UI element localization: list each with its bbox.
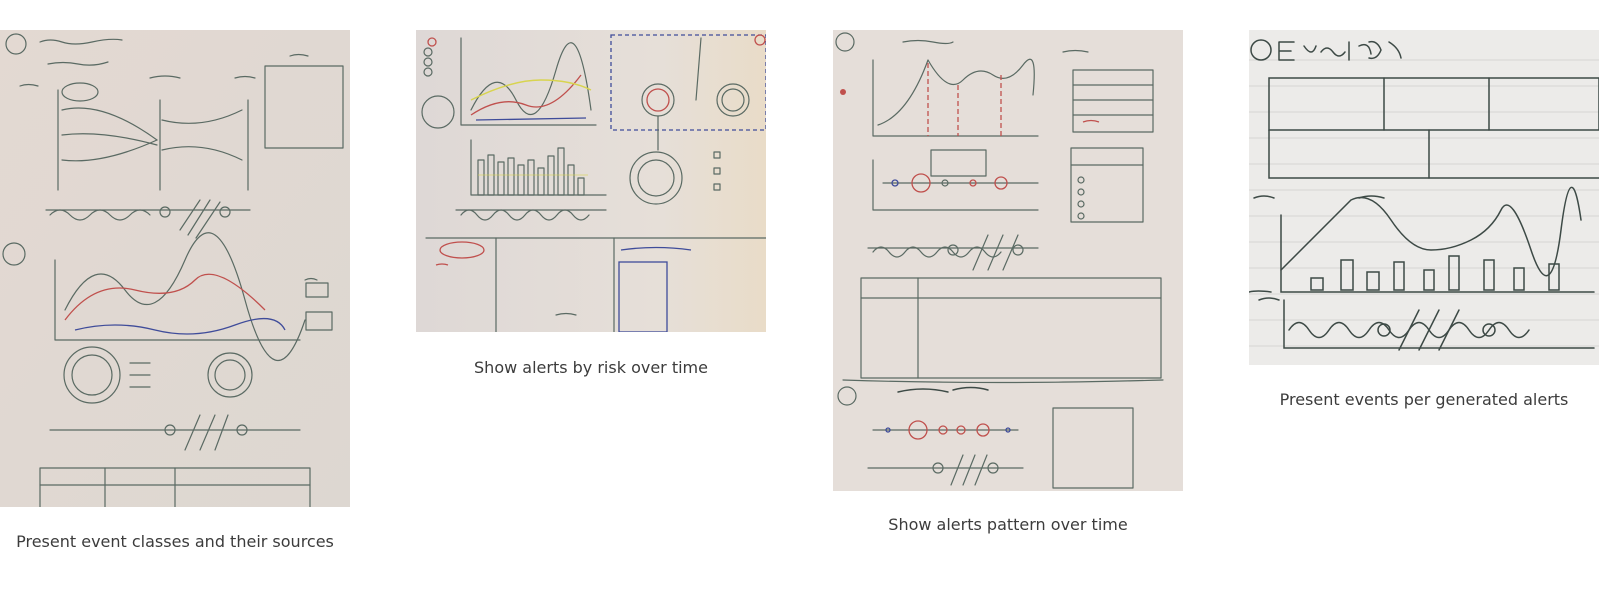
sketch-photo-alerts-pattern <box>833 30 1183 491</box>
sketch-photo-alerts-by-risk <box>416 30 766 332</box>
sketch-photo-events-widget <box>1249 30 1599 365</box>
hand-drawn-sketch-image <box>1249 30 1599 365</box>
sketch-caption: Present event classes and their sources <box>16 532 334 551</box>
sketch-caption: Show alerts by risk over time <box>474 358 708 377</box>
hand-drawn-sketch-image <box>833 30 1183 491</box>
hand-drawn-sketch-image <box>0 30 350 507</box>
sketch-caption: Present events per generated alerts <box>1279 390 1569 409</box>
hand-drawn-sketch-image <box>416 30 766 332</box>
sketch-photo-event-classes <box>0 30 350 507</box>
sketch-caption: Show alerts pattern over time <box>888 515 1128 534</box>
